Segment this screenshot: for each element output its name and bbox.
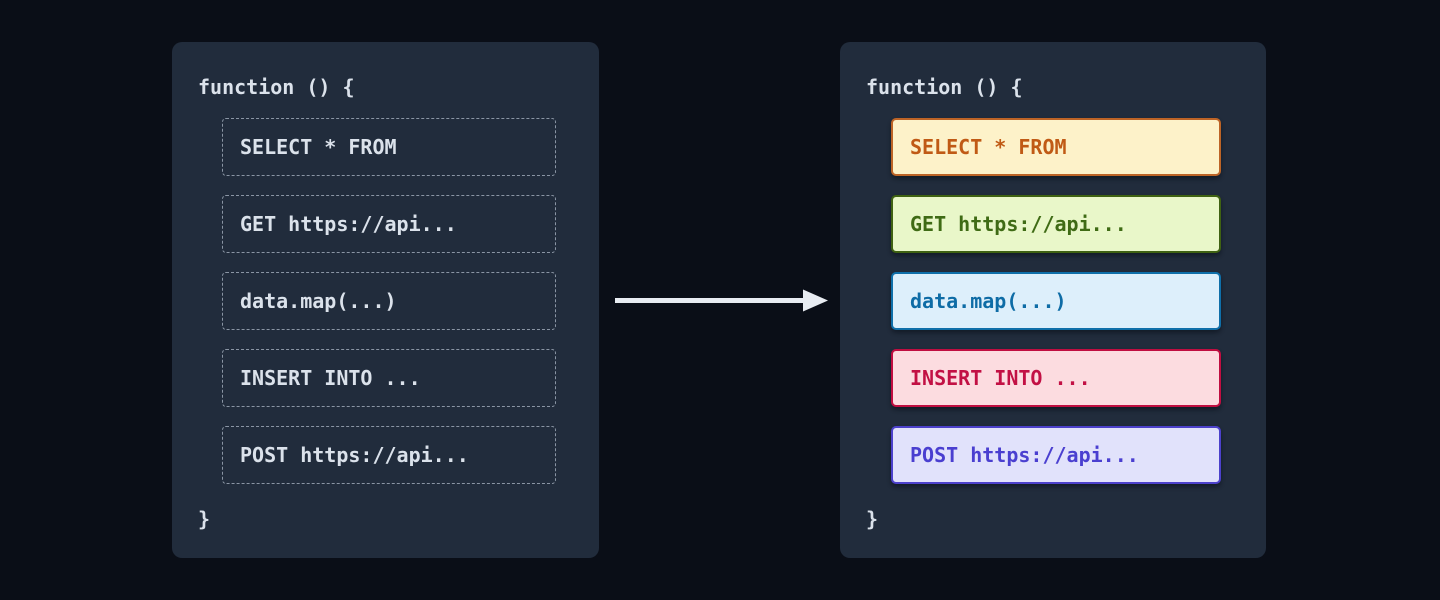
code-panel-before: function () { SELECT * FROM GET https://… xyxy=(172,42,599,558)
code-box-label: POST https://api... xyxy=(910,443,1139,467)
code-box-post-request: POST https://api... xyxy=(222,426,556,484)
code-box-label: SELECT * FROM xyxy=(910,135,1067,159)
code-box-get-request: GET https://api... xyxy=(222,195,556,253)
code-box-get-request-highlighted: GET https://api... xyxy=(891,195,1221,253)
code-box-insert-into: INSERT INTO ... xyxy=(222,349,556,407)
code-box-label: data.map(...) xyxy=(240,289,397,313)
code-box-select-from: SELECT * FROM xyxy=(222,118,556,176)
code-box-label: GET https://api... xyxy=(240,212,457,236)
code-box-data-map: data.map(...) xyxy=(222,272,556,330)
right-arrow-icon xyxy=(615,289,828,312)
code-panel-after: function () { SELECT * FROM GET https://… xyxy=(840,42,1266,558)
code-box-label: POST https://api... xyxy=(240,443,469,467)
code-box-label: INSERT INTO ... xyxy=(240,366,421,390)
function-open-line: function () { xyxy=(866,75,1023,99)
code-box-label: INSERT INTO ... xyxy=(910,366,1091,390)
code-box-stack-after: SELECT * FROM GET https://api... data.ma… xyxy=(891,118,1221,484)
code-box-label: data.map(...) xyxy=(910,289,1067,313)
code-box-data-map-highlighted: data.map(...) xyxy=(891,272,1221,330)
code-box-stack-before: SELECT * FROM GET https://api... data.ma… xyxy=(222,118,556,484)
transform-arrow xyxy=(614,288,829,313)
code-box-label: GET https://api... xyxy=(910,212,1127,236)
function-close-line: } xyxy=(866,507,879,531)
code-box-label: SELECT * FROM xyxy=(240,135,397,159)
function-close-line: } xyxy=(198,507,211,531)
function-open-line: function () { xyxy=(198,75,355,99)
code-box-post-request-highlighted: POST https://api... xyxy=(891,426,1221,484)
code-box-insert-into-highlighted: INSERT INTO ... xyxy=(891,349,1221,407)
code-box-select-from-highlighted: SELECT * FROM xyxy=(891,118,1221,176)
